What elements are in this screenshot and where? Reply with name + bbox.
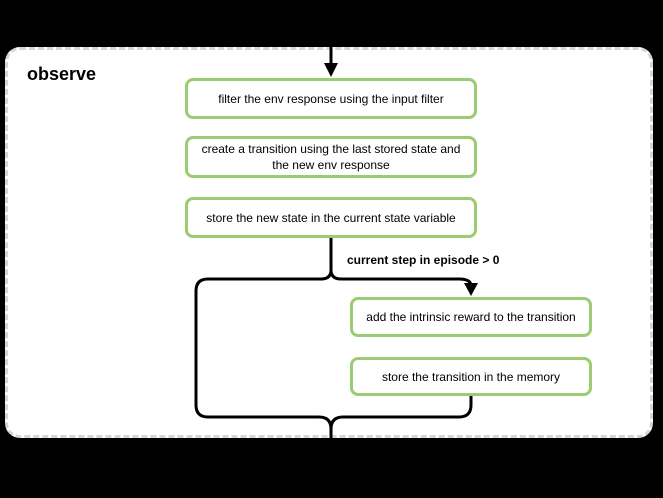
branch-condition-label: current step in episode > 0 — [347, 253, 500, 267]
step-filter-env-response: filter the env response using the input … — [185, 78, 477, 119]
group-title: observe — [27, 64, 97, 84]
step-create-transition: create a transition using the last store… — [185, 136, 477, 178]
step-add-intrinsic-reward: add the intrinsic reward to the transiti… — [350, 297, 592, 337]
step-store-transition-memory: store the transition in the memory — [350, 357, 592, 396]
step-store-new-state: store the new state in the current state… — [185, 197, 477, 238]
